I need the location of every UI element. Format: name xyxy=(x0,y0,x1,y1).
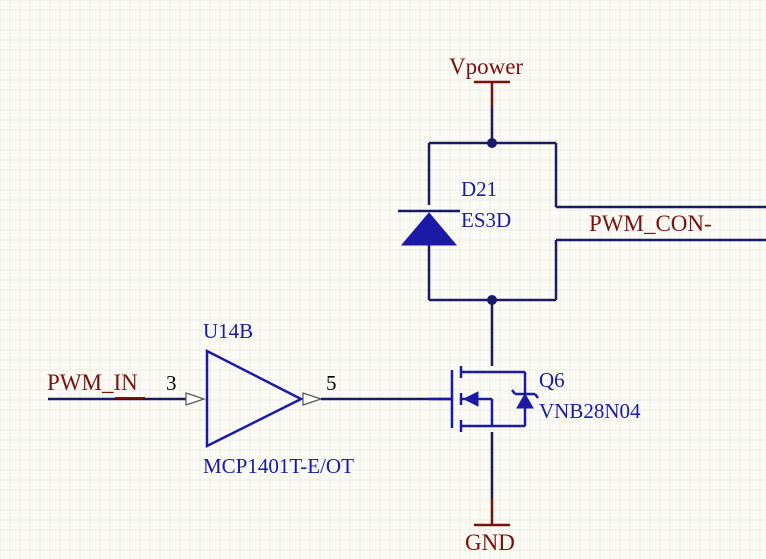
gnd-label: GND xyxy=(465,530,515,555)
buffer-pin-out-number: 5 xyxy=(326,371,337,395)
buffer-part-number: MCP1401T-E/OT xyxy=(203,454,354,478)
mosfet-part-number: VNB28N04 xyxy=(539,399,641,423)
pwm-in-net[interactable]: PWM_IN xyxy=(47,370,186,401)
vpower-label: Vpower xyxy=(449,54,523,79)
diode-d21[interactable]: D21 ES3D xyxy=(398,177,511,246)
pwm-con-net-label[interactable]: PWM_CON- xyxy=(589,211,712,236)
diode-part-number: ES3D xyxy=(461,208,511,232)
junction-dot-bottom xyxy=(487,295,497,305)
mosfet-q6[interactable]: Q6 VNB28N04 xyxy=(429,366,641,432)
mosfet-designator: Q6 xyxy=(539,368,565,392)
vpower-port[interactable]: Vpower xyxy=(449,54,523,108)
diode-designator: D21 xyxy=(461,177,497,201)
buffer-u14b[interactable]: 3 5 U14B MCP1401T-E/OT xyxy=(166,319,354,478)
buffer-designator: U14B xyxy=(203,319,253,343)
gnd-port[interactable]: GND xyxy=(465,498,515,555)
pwm-in-net-label: PWM_IN xyxy=(47,370,138,395)
buffer-pin-in-number: 3 xyxy=(166,371,177,395)
junction-dot-top xyxy=(487,138,497,148)
